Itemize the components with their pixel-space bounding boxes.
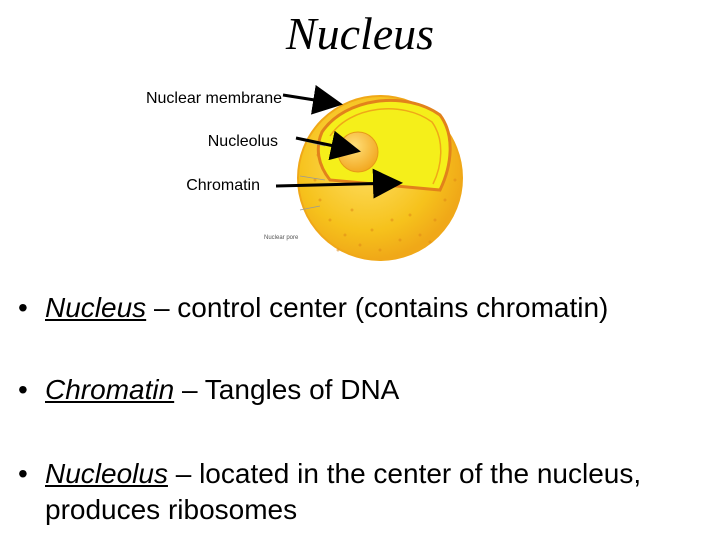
nuclear-pore-label: Nuclear pore (264, 235, 299, 241)
bullet-description: – control center (contains chromatin) (146, 292, 609, 323)
bullet-term: Chromatin (45, 374, 175, 405)
bullet-term: Nucleolus (45, 458, 168, 489)
bullet-dot: • (18, 374, 28, 405)
bullet-description: – located in the center of the nucleus, … (45, 458, 642, 525)
bullet-dot: • (18, 458, 28, 489)
nucleus-illustration: Nuclear pore (264, 84, 463, 261)
bullet-text: Nucleolus – located in the center of the… (45, 456, 695, 528)
bullet-text: Nucleus – control center (contains chrom… (45, 290, 695, 326)
bullet-description: – Tangles of DNA (174, 374, 400, 405)
bullet-term: Nucleus (45, 292, 147, 323)
chromatin-speckles (313, 153, 457, 252)
arrow-chromatin (275, 168, 403, 199)
bullet-dot: • (18, 292, 28, 323)
label-nuclear-membrane: Nuclear membrane (145, 90, 282, 107)
nucleolus-body (337, 131, 379, 173)
label-chromatin: Chromatin (186, 177, 260, 194)
bullet-text: Chromatin – Tangles of DNA (45, 372, 695, 408)
slide-title: Nucleus (285, 8, 435, 59)
nucleus-diagram: Nuclear pore Nuclear membrane Nucleolus … (0, 60, 720, 270)
label-nucleolus: Nucleolus (207, 133, 278, 150)
arrow-membrane (282, 84, 343, 115)
arrow-nucleolus (295, 130, 361, 161)
